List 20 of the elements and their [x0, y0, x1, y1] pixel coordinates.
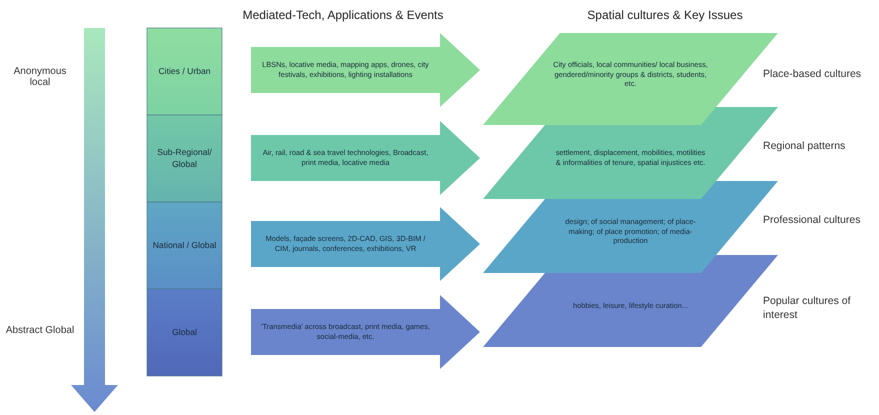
arrow-shape — [251, 207, 480, 281]
scale-label: Anonymous local — [12, 66, 68, 88]
layer-caption: Regional patterns — [763, 139, 846, 154]
scale-level-label: Global — [171, 326, 198, 338]
scale-segment — [147, 28, 222, 115]
scale-segment — [147, 289, 222, 376]
arrow-shape — [251, 295, 480, 369]
scale-level-label: Sub-Regional/ Global — [156, 147, 213, 170]
layer-caption: Professional cultures — [763, 213, 862, 228]
scale-level-label: National / Global — [152, 240, 218, 252]
layer-caption: Place-based cultures — [763, 67, 862, 82]
column-heading: Mediated-Tech, Applications & Events — [242, 8, 444, 22]
arrow-shape — [251, 33, 480, 107]
arrow-shape — [251, 121, 480, 195]
scale-level-label: Cities / Urban — [157, 66, 212, 78]
scale-label: Abstract Global — [4, 325, 76, 336]
layer-caption: Popular cultures of interest — [763, 294, 852, 322]
scale-segment — [147, 115, 222, 202]
column-heading: Spatial cultures & Key Issues — [586, 8, 744, 22]
scale-segment — [147, 202, 222, 289]
